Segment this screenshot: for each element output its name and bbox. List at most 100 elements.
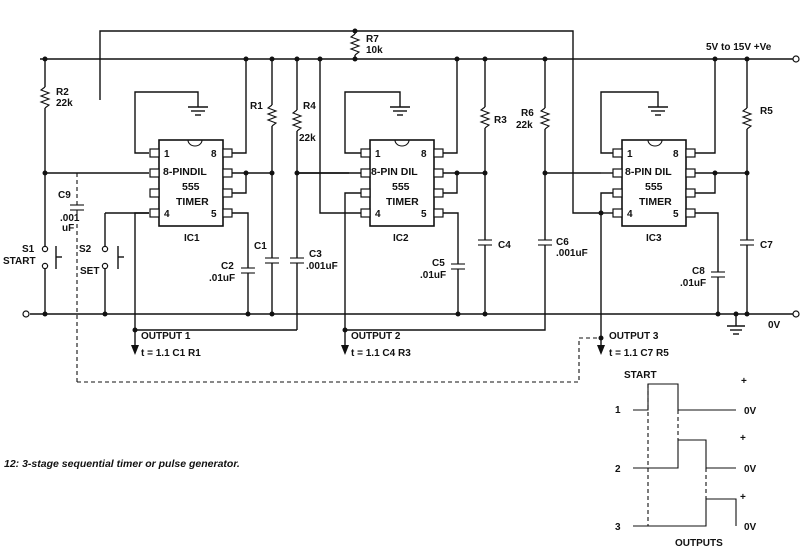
capacitor-c9 bbox=[70, 173, 84, 382]
ic1-pin5-wire bbox=[232, 212, 249, 268]
c4-name: C4 bbox=[498, 240, 511, 251]
timing-row2-plus: + bbox=[740, 433, 746, 444]
ic3-pin5-label: 5 bbox=[673, 209, 679, 220]
c5-name: C5 bbox=[432, 258, 445, 269]
resistor-r4 bbox=[291, 59, 303, 258]
timing-row3-plus: + bbox=[740, 492, 746, 503]
ic2-name: IC2 bbox=[393, 233, 409, 244]
ic2-output-wire bbox=[344, 192, 361, 345]
resistor-r6 bbox=[539, 59, 551, 240]
timing-start-label: START bbox=[624, 370, 657, 381]
resistor-r1 bbox=[266, 59, 278, 258]
r6-value: 22k bbox=[516, 120, 533, 131]
ic1-pin5-label: 5 bbox=[211, 209, 217, 220]
ic3-line2: 555 bbox=[645, 181, 663, 193]
ic3-name: IC3 bbox=[646, 233, 662, 244]
r7-value: 10k bbox=[366, 45, 383, 56]
c7-name: C7 bbox=[760, 240, 773, 251]
timing-row2-zero: 0V bbox=[744, 464, 757, 475]
c5-value: .01uF bbox=[420, 270, 446, 281]
ic2-pin8-label: 8 bbox=[421, 149, 427, 160]
resistor-r2 bbox=[39, 59, 51, 246]
ic2-pin1-label: 1 bbox=[375, 149, 381, 160]
ic2-line2: 555 bbox=[392, 181, 410, 193]
timing-diagram: START 1 + 0V 2 + 0V 3 + 0V OUTPUTS bbox=[615, 370, 757, 549]
ic3-ground-loop bbox=[600, 91, 659, 154]
c2-value: .01uF bbox=[209, 273, 235, 284]
capacitor-c8 bbox=[711, 271, 725, 314]
ic3-chip bbox=[621, 139, 687, 227]
output2-arrow bbox=[341, 345, 349, 355]
ic3-output-wire bbox=[600, 192, 613, 345]
output2-wire bbox=[345, 258, 546, 331]
capacitor-c4 bbox=[478, 239, 492, 314]
timing-row3-zero: 0V bbox=[744, 522, 757, 533]
ic1-chip bbox=[158, 139, 224, 227]
ic3-pin5-wire bbox=[695, 212, 719, 272]
output3-formula: t = 1.1 C7 R5 bbox=[609, 348, 669, 359]
output2-name: OUTPUT 2 bbox=[351, 331, 401, 342]
r5-name: R5 bbox=[760, 106, 773, 117]
output3-arrow bbox=[597, 345, 605, 355]
ic3-pin1-label: 1 bbox=[627, 149, 633, 160]
ic2-chip bbox=[369, 139, 435, 227]
capacitor-c1 bbox=[265, 257, 279, 314]
ic1-pin4-label: 4 bbox=[164, 209, 170, 220]
timing-footer: OUTPUTS bbox=[675, 538, 723, 549]
s2-label: SET bbox=[80, 266, 99, 277]
ic2-ground-loop bbox=[344, 91, 401, 154]
timing-row1-label: 1 bbox=[615, 405, 621, 416]
ic2-line1: 8-PIN DIL bbox=[371, 166, 418, 178]
ic2-vcc-wire bbox=[443, 59, 458, 154]
r3-name: R3 bbox=[494, 115, 507, 126]
ground-label: 0V bbox=[768, 320, 781, 331]
switch-s1[interactable] bbox=[41, 245, 62, 314]
timing-waveform-2 bbox=[633, 439, 736, 469]
c1-name: C1 bbox=[254, 241, 267, 252]
ic1-line3: TIMER bbox=[176, 196, 209, 208]
ic2-pin5-wire bbox=[443, 212, 459, 264]
timing-row1-plus: + bbox=[741, 376, 747, 387]
capacitor-c7 bbox=[740, 239, 754, 314]
ground-symbol bbox=[727, 314, 745, 335]
ic1-line2: 555 bbox=[182, 181, 200, 193]
ic3-vcc-wire bbox=[695, 59, 716, 154]
r2-name: R2 bbox=[56, 87, 69, 98]
timing-row2-label: 2 bbox=[615, 464, 621, 475]
left-ground-terminal bbox=[22, 310, 30, 318]
capacitor-c6 bbox=[538, 239, 552, 246]
r4-value: 22k bbox=[299, 133, 316, 144]
timing-waveform-1 bbox=[633, 383, 736, 411]
ic1-ground-loop bbox=[134, 91, 199, 154]
feedback-wire bbox=[99, 30, 601, 214]
c6-name: C6 bbox=[556, 237, 569, 248]
figure-caption: 12: 3-stage sequential timer or pulse ge… bbox=[4, 458, 240, 470]
ic3-line1: 8-PIN DIL bbox=[625, 166, 672, 178]
c9-value-2: uF bbox=[62, 223, 74, 234]
capacitor-c3 bbox=[290, 257, 304, 330]
ic3-pin8-label: 8 bbox=[673, 149, 679, 160]
capacitor-c2 bbox=[241, 267, 255, 314]
ic1-pin8-label: 8 bbox=[211, 149, 217, 160]
capacitor-c5 bbox=[451, 263, 465, 314]
ic3-pin4-label: 4 bbox=[627, 209, 633, 220]
resistor-r5 bbox=[741, 59, 753, 240]
r4-name: R4 bbox=[303, 101, 316, 112]
switch-s2[interactable] bbox=[101, 212, 149, 314]
output3-name: OUTPUT 3 bbox=[609, 331, 659, 342]
timing-row3-label: 3 bbox=[615, 522, 621, 533]
ic1-ground-symbol bbox=[188, 106, 208, 116]
ic1-output-wire bbox=[134, 212, 149, 345]
dashed-link bbox=[77, 337, 603, 383]
ic3-line3: TIMER bbox=[639, 196, 672, 208]
c3-value: .001uF bbox=[306, 261, 338, 272]
r7-name: R7 bbox=[366, 34, 379, 45]
positive-terminal bbox=[792, 55, 800, 63]
ic2-ground-symbol bbox=[390, 106, 410, 116]
timing-row1-zero: 0V bbox=[744, 406, 757, 417]
output1-name: OUTPUT 1 bbox=[141, 331, 191, 342]
c6-value: .001uF bbox=[556, 248, 588, 259]
output1-arrow bbox=[131, 345, 139, 355]
